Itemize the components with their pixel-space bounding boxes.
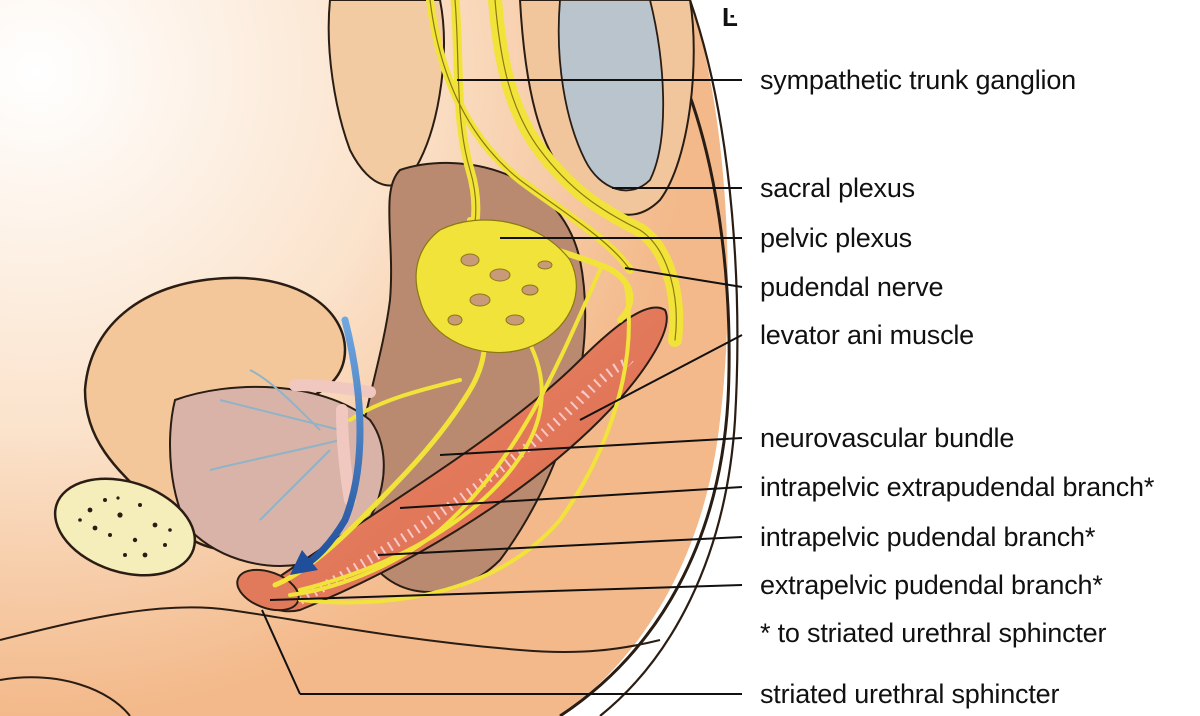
label-pelvic-plexus: pelvic plexus bbox=[760, 223, 912, 253]
direction-arrow-shaft bbox=[296, 316, 364, 572]
label-sympathetic-trunk-ganglion: sympathetic trunk ganglion bbox=[760, 65, 1076, 95]
skin-outline bbox=[559, 0, 731, 716]
pubic-bone bbox=[53, 477, 197, 577]
leader-lines bbox=[261, 79, 743, 695]
sacrum-gray-canal bbox=[557, 0, 665, 192]
pubic-bone-texture bbox=[78, 496, 172, 558]
perineum-outline bbox=[0, 606, 661, 653]
label-striated-urethral-sphincter: striated urethral sphincter bbox=[760, 679, 1060, 709]
label-footnote-striated-urethral-sphincter: * to striated urethral sphincter bbox=[760, 618, 1107, 648]
levator-ani-muscle bbox=[258, 306, 668, 613]
label-sacral-plexus: sacral plexus bbox=[760, 173, 915, 203]
label-intrapelvic-pudendal-branch: intrapelvic pudendal branch* bbox=[760, 522, 1096, 552]
label-pudendal-nerve: pudendal nerve bbox=[760, 272, 944, 302]
penile-outline bbox=[0, 676, 131, 716]
ureter bbox=[289, 379, 376, 398]
direction-arrow-head bbox=[290, 550, 318, 575]
label-levator-ani-muscle: levator ani muscle bbox=[760, 320, 974, 350]
skin-inner-outline bbox=[599, 0, 739, 716]
label-intrapelvic-extrapudendal-branch: intrapelvic extrapudendal branch* bbox=[760, 472, 1155, 502]
label-extrapelvic-pudendal-branch: extrapelvic pudendal branch* bbox=[760, 570, 1103, 600]
plexus-holes bbox=[447, 253, 553, 326]
vesical-branches bbox=[209, 369, 341, 521]
vas-deferens bbox=[336, 404, 356, 506]
label-neurovascular-bundle: neurovascular bundle bbox=[760, 423, 1015, 453]
publisher-corner-mark: Ŀ bbox=[722, 2, 738, 32]
